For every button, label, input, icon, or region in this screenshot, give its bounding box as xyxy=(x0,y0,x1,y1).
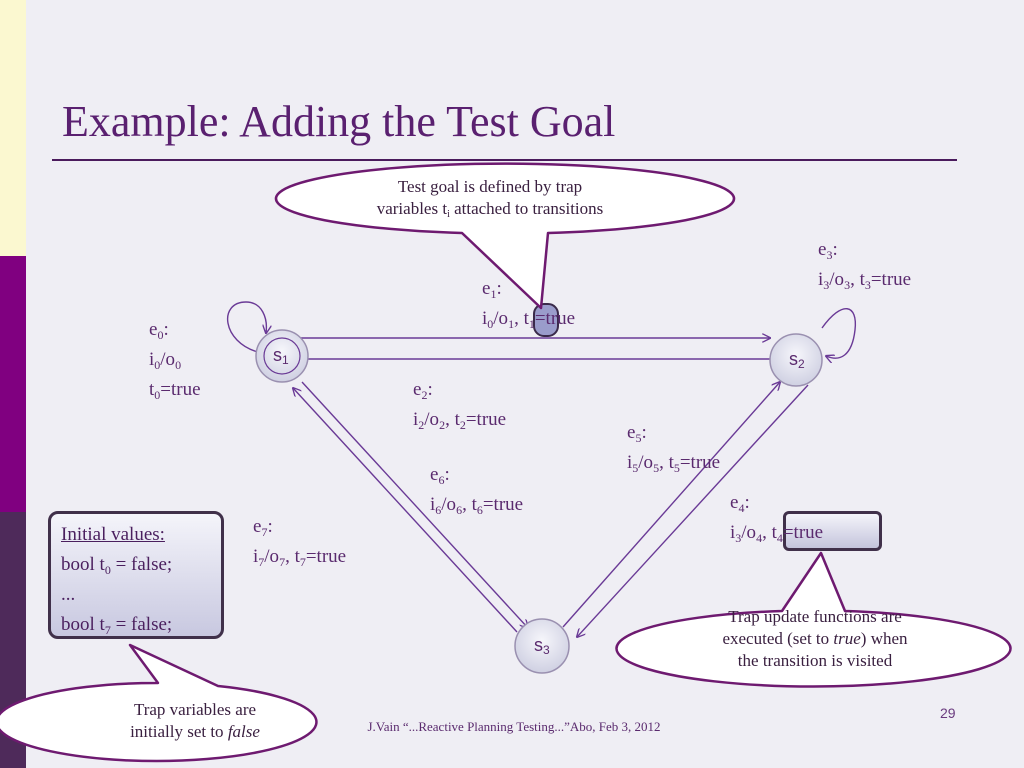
state-s1-inner xyxy=(263,337,301,375)
edge-label-e1: e1: i0/o1, t1=true xyxy=(482,278,576,331)
initial-values-line2: ... xyxy=(61,584,76,605)
edge-label-e5: e5: i5/o5, t5=true xyxy=(627,422,721,475)
callout-right-shape xyxy=(615,551,1012,688)
callout-right-text: Trap update functions are executed (set … xyxy=(722,607,908,670)
t4-highlight xyxy=(783,511,882,551)
edge-e0-loop xyxy=(226,301,267,353)
page-number: 29 xyxy=(940,705,956,721)
slide-title: Example: Adding the Test Goal xyxy=(62,97,616,146)
t1-highlight xyxy=(533,303,559,337)
state-s1-label: s1 xyxy=(273,345,289,367)
edge-label-e4: e4: i3/o4, t4=true xyxy=(730,492,824,545)
initial-values-line3: bool t7 = false; xyxy=(61,614,173,637)
edge-label-e0: e0: i0/o0 t0=true xyxy=(149,319,201,402)
initial-values-heading: Initial values: xyxy=(61,524,165,545)
slide-footer: J.Vain “...Reactive Planning Testing...”… xyxy=(367,719,661,734)
state-s3 xyxy=(514,618,570,674)
edges xyxy=(226,301,857,637)
callout-bottom-text: Trap variables are initially set to fals… xyxy=(130,700,260,741)
initial-values-line1: bool t0 = false; xyxy=(61,554,173,577)
title-underline xyxy=(52,159,957,161)
edge-e7 xyxy=(293,388,518,633)
state-s2-label: s2 xyxy=(789,349,805,371)
edge-e4 xyxy=(577,384,809,637)
edge-label-e2: e2: i2/o2, t2=true xyxy=(413,379,507,432)
edge-e5 xyxy=(562,382,780,628)
callout-top-shape xyxy=(274,162,736,310)
edge-label-e3: e3: i3/o3, t3=true xyxy=(818,239,912,292)
edge-label-e7: e7: i7/o7, t7=true xyxy=(253,516,347,569)
edge-label-e6: e6: i6/o6, t6=true xyxy=(430,464,524,517)
sidebar-strip-cream xyxy=(0,0,26,256)
callout-top-text: Test goal is defined by trap variables t… xyxy=(376,177,604,220)
initial-values-box: Initial values: bool t0 = false; ... boo… xyxy=(48,511,224,639)
callout-bottom-shape xyxy=(0,643,318,763)
sidebar-strip-purple xyxy=(0,256,26,512)
state-s3-label: s3 xyxy=(534,635,550,657)
edge-e6 xyxy=(301,381,528,628)
state-s2 xyxy=(769,333,823,387)
edge-e3-loop xyxy=(821,308,857,358)
